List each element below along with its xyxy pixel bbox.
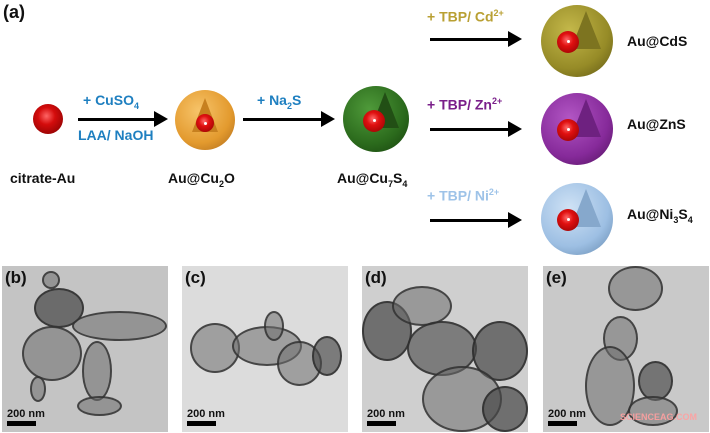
scale-bar-d: 200 nm [367, 408, 405, 426]
tem-panel-d: (d) 200 nm [362, 266, 528, 432]
tem-panel-c: (c) 200 nm [182, 266, 348, 432]
au-cds-label: Au@CdS [627, 33, 688, 49]
scale-bar-c: 200 nm [187, 408, 225, 426]
au-cu7s4-sphere [343, 86, 409, 152]
au-zns-label: Au@ZnS [627, 116, 686, 132]
step1-reagent-top: + CuSO4 [83, 92, 139, 111]
arrow-branch-zn [430, 121, 522, 137]
step2-reagent: + Na2S [257, 92, 302, 111]
arrow-step1 [78, 111, 168, 127]
au-cds-sphere [541, 5, 613, 77]
au-ni3s4-sphere [541, 183, 613, 255]
panel-b-label: (b) [5, 268, 27, 287]
arrow-step2 [243, 111, 335, 127]
scale-bar-b: 200 nm [7, 408, 45, 426]
arrow-branch-ni [430, 212, 522, 228]
au-zns-sphere [541, 93, 613, 165]
citrate-au-label: citrate-Au [10, 170, 76, 186]
watermark: SCIENCEAG.COM [619, 412, 697, 422]
arrow-branch-cd [430, 31, 522, 47]
panel-d-label: (d) [365, 268, 387, 287]
au-ni3s4-label: Au@Ni3S4 [627, 206, 693, 225]
tem-panel-b: (b) 200 nm [2, 266, 168, 432]
au-cu2o-label: Au@Cu2O [168, 170, 235, 189]
panel-c-label: (c) [185, 268, 206, 287]
tem-panel-e: (e) 200 nm SCIENCEAG.COM [543, 266, 709, 432]
citrate-au-sphere [33, 104, 63, 134]
branch-zn-reagent: + TBP/ Zn2+ [427, 96, 503, 113]
step1-reagent-bottom: LAA/ NaOH [78, 127, 154, 143]
au-cu2o-sphere [175, 90, 235, 150]
panel-a-label: (a) [3, 2, 25, 22]
au-cu7s4-label: Au@Cu7S4 [337, 170, 408, 189]
scale-bar-e: 200 nm [548, 408, 586, 426]
branch-ni-reagent: + TBP/ Ni2+ [427, 187, 500, 204]
branch-cd-reagent: + TBP/ Cd2+ [427, 8, 504, 25]
panel-e-label: (e) [546, 268, 567, 287]
